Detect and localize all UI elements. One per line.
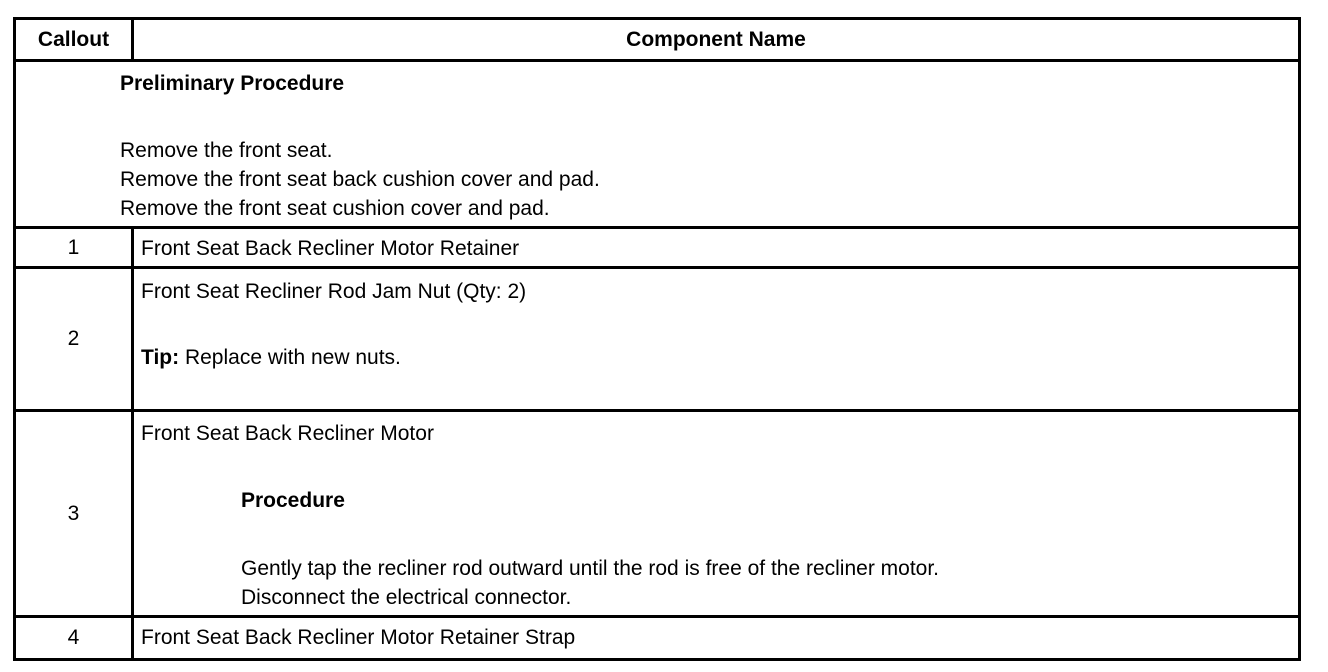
component-cell: Front Seat Recliner Rod Jam Nut (Qty: 2)… (134, 269, 1298, 409)
preliminary-procedure-row: Preliminary Procedure Remove the front s… (16, 62, 1298, 229)
preliminary-procedure-title: Preliminary Procedure (120, 72, 345, 95)
table-row: 3 Front Seat Back Recliner Motor Procedu… (16, 412, 1298, 618)
callout-number: 4 (16, 618, 134, 658)
procedure-step: Gently tap the recliner rod outward unti… (241, 557, 940, 580)
component-cell: Front Seat Back Recliner Motor Retainer … (134, 618, 1298, 658)
tip-text: Replace with new nuts. (179, 346, 401, 369)
procedure-step: Disconnect the electrical connector. (241, 586, 572, 609)
component-name: Front Seat Back Recliner Motor Retainer (141, 237, 520, 260)
preliminary-step: Remove the front seat. (120, 139, 333, 162)
component-name: Front Seat Back Recliner Motor Retainer … (141, 626, 576, 649)
preliminary-step: Remove the front seat cushion cover and … (120, 197, 550, 220)
procedure-title: Procedure (241, 489, 345, 512)
preliminary-step: Remove the front seat back cushion cover… (120, 168, 600, 191)
tip-note: Tip: Replace with new nuts. (141, 343, 401, 372)
component-cell: Front Seat Back Recliner Motor Retainer (134, 229, 1298, 266)
callout-number: 3 (16, 412, 134, 615)
callout-number: 2 (16, 269, 134, 409)
callout-column-header: Callout (16, 20, 134, 59)
table-row: 1 Front Seat Back Recliner Motor Retaine… (16, 229, 1298, 269)
table-row: 2 Front Seat Recliner Rod Jam Nut (Qty: … (16, 269, 1298, 412)
table-row: 4 Front Seat Back Recliner Motor Retaine… (16, 618, 1298, 658)
component-name: Front Seat Back Recliner Motor (141, 422, 434, 445)
component-cell: Front Seat Back Recliner Motor Procedure… (134, 412, 1298, 615)
component-name-column-header: Component Name (626, 27, 806, 51)
table-header-row: Callout Component Name (16, 20, 1298, 62)
component-name: Front Seat Recliner Rod Jam Nut (Qty: 2) (141, 280, 527, 303)
component-table: Callout Component Name Preliminary Proce… (13, 17, 1301, 661)
callout-number: 1 (16, 229, 134, 266)
tip-label: Tip: (141, 346, 180, 369)
